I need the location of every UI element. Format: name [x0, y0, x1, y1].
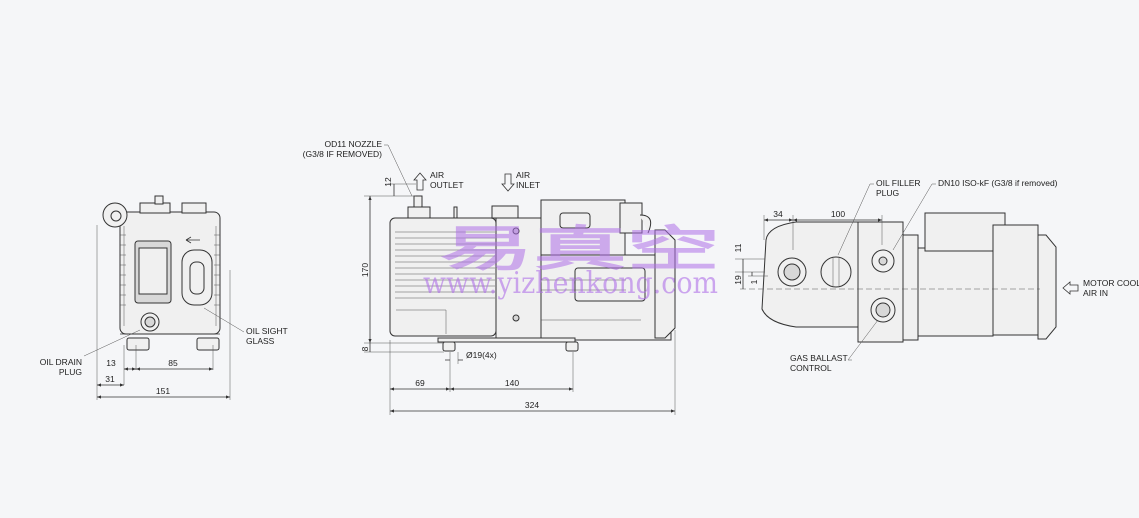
nozzle-label-2: (G3/8 IF REMOVED) [303, 149, 383, 159]
air-inlet-label-2: INLET [516, 180, 540, 190]
watermark-url: www.yizhenkong.com [423, 266, 718, 301]
dim-8: 8 [360, 346, 370, 351]
oil-sight-glass-label: OIL SIGHT [246, 326, 288, 336]
dim-19: 19 [733, 275, 743, 285]
dim-85: 85 [168, 358, 178, 368]
dim-170: 170 [360, 263, 370, 277]
gas-ballast-label-2: CONTROL [790, 363, 832, 373]
front-view: OIL DRAIN PLUG OIL SIGHT GLASS 13 85 31 … [40, 195, 288, 400]
top-view: MOTOR COOL AIR IN OIL FILLER PLUG DN10 I… [733, 178, 1139, 373]
feet-diameter-label: Ø19(4x) [466, 350, 497, 360]
nozzle-label: OD11 NOZZLE [325, 139, 383, 149]
dim-11: 11 [733, 243, 743, 252]
dim-1: 1 [749, 279, 759, 284]
gas-ballast-label: GAS BALLAST [790, 353, 848, 363]
dim-13: 13 [106, 358, 116, 368]
oil-sight-glass-label-2: GLASS [246, 336, 275, 346]
dim-140: 140 [505, 378, 519, 388]
dn10-label: DN10 ISO-kF (G3/8 if removed) [938, 178, 1058, 188]
motor-cool-label-2: AIR IN [1083, 288, 1108, 298]
side-view: AIR OUTLET AIR INLET OD11 NOZZLE (G3/8 I… [303, 139, 676, 415]
oil-filler-plug-label-2: PLUG [876, 188, 899, 198]
dim-151: 151 [156, 386, 170, 396]
motor-cool-label: MOTOR COOL [1083, 278, 1139, 288]
oil-filler-plug-label: OIL FILLER [876, 178, 921, 188]
oil-drain-plug-label-2: PLUG [59, 367, 82, 377]
dim-31: 31 [105, 374, 115, 384]
oil-drain-plug-label: OIL DRAIN [40, 357, 82, 367]
air-outlet-label-2: OUTLET [430, 180, 464, 190]
watermark-chinese: 易真空 [440, 221, 720, 277]
air-inlet-label: AIR [516, 170, 530, 180]
air-outlet-label: AIR [430, 170, 444, 180]
dim-100: 100 [831, 209, 845, 219]
dim-324: 324 [525, 400, 539, 410]
dim-34: 34 [773, 209, 783, 219]
watermark: 易真空 www.yizhenkong.com [423, 221, 720, 301]
dim-12: 12 [383, 177, 393, 187]
dim-69: 69 [415, 378, 425, 388]
